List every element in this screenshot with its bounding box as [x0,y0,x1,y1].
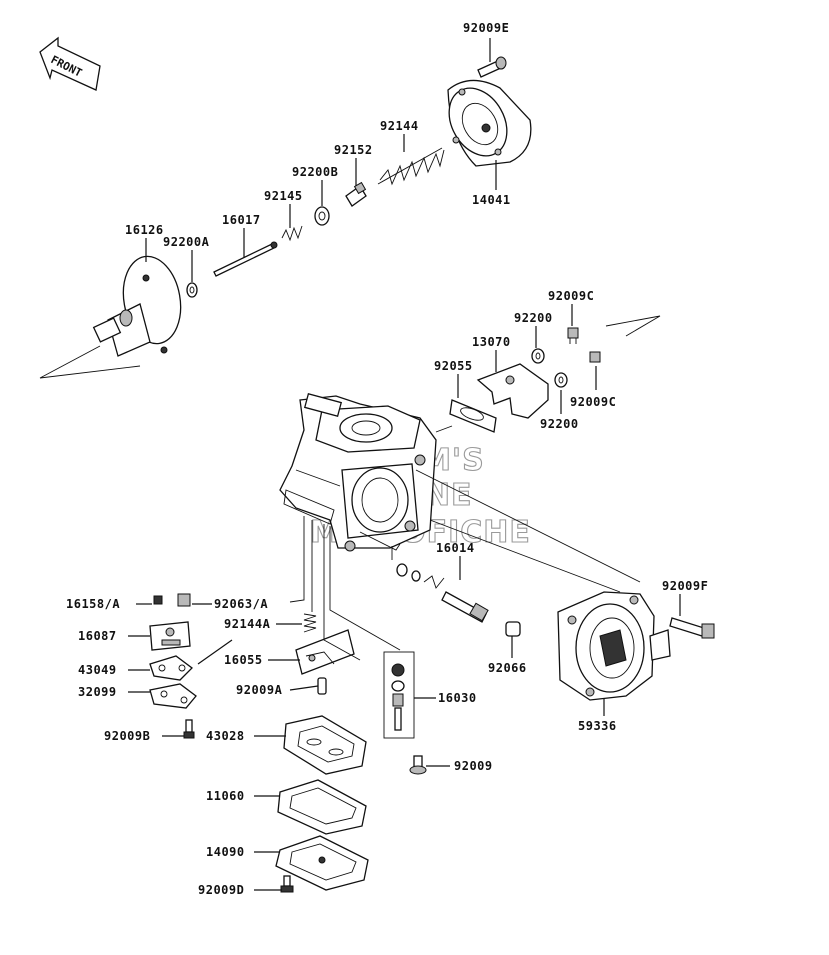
screw-92009C-top [567,327,579,344]
jet-set-16030 [383,651,415,739]
label-92152: 92152 [334,143,373,157]
label-92200B: 92200B [292,165,338,179]
label-92066: 92066 [488,661,527,675]
label-92009D: 92009D [198,883,244,897]
cover-14041 [447,79,532,167]
screw-92063A [177,593,191,607]
gasket-43049 [149,655,193,681]
washer-92200-top [531,348,545,364]
label-16126: 16126 [125,223,164,237]
gasket-92055 [449,399,497,433]
rod-16017 [213,241,278,277]
screw-92009A [317,677,327,695]
part-16087 [149,621,191,651]
label-59336: 59336 [578,719,617,733]
label-14090: 14090 [206,845,245,859]
carburetor-body [279,393,437,552]
jet-16014 [396,563,489,623]
label-14041: 14041 [472,193,511,207]
label-92009C-top: 92009C [548,289,594,303]
pump-59336 [557,591,671,701]
label-16017: 16017 [222,213,261,227]
cover-14090 [275,835,369,891]
label-92009B: 92009B [104,729,150,743]
label-92055: 92055 [434,359,473,373]
fitting-92152 [345,181,367,207]
label-92144A: 92144A [224,617,271,631]
part-16055 [295,629,355,675]
label-32099: 32099 [78,685,117,699]
spring-92145 [281,225,303,242]
screw-92009E [477,56,507,78]
washer-92200A [186,282,198,298]
screw-92009 [409,755,427,775]
label-92009A: 92009A [236,683,283,697]
leader-lines [128,38,681,891]
label-92009F: 92009F [662,579,708,593]
spring-92144A [303,613,317,633]
spring-92144 [377,147,445,186]
washer-92200B [314,206,330,226]
label-13070: 13070 [472,335,511,349]
label-16158A: 16158/A [66,597,120,611]
label-43049: 43049 [78,663,117,677]
label-92145: 92145 [264,189,303,203]
label-92200-bottom: 92200 [540,417,579,431]
screw-92009F [669,617,715,639]
diaphragm-43028 [283,715,367,775]
plate-32099 [149,683,197,709]
bracket-13070 [476,363,549,419]
screw-92009B [183,719,195,739]
label-92009: 92009 [454,759,493,773]
label-92009E: 92009E [463,21,509,35]
label-11060: 11060 [206,789,245,803]
label-92009C-right: 92009C [570,395,616,409]
gasket-11060 [277,779,367,835]
label-92200-top: 92200 [514,311,553,325]
label-92200A: 92200A [163,235,210,249]
label-92063A: 92063/A [214,597,268,611]
front-direction-badge: FRONT [39,36,101,91]
plug-92066 [505,621,521,637]
label-16087: 16087 [78,629,117,643]
washer-92200-bottom [554,372,568,388]
screw-16158A [153,595,163,605]
label-92144: 92144 [380,119,419,133]
screw-92009D [280,875,294,893]
piston-16126 [92,255,182,357]
label-16014: 16014 [436,541,475,555]
screw-92009C-right [589,351,601,363]
label-16055: 16055 [224,653,263,667]
label-16030: 16030 [438,691,477,705]
label-43028: 43028 [206,729,245,743]
